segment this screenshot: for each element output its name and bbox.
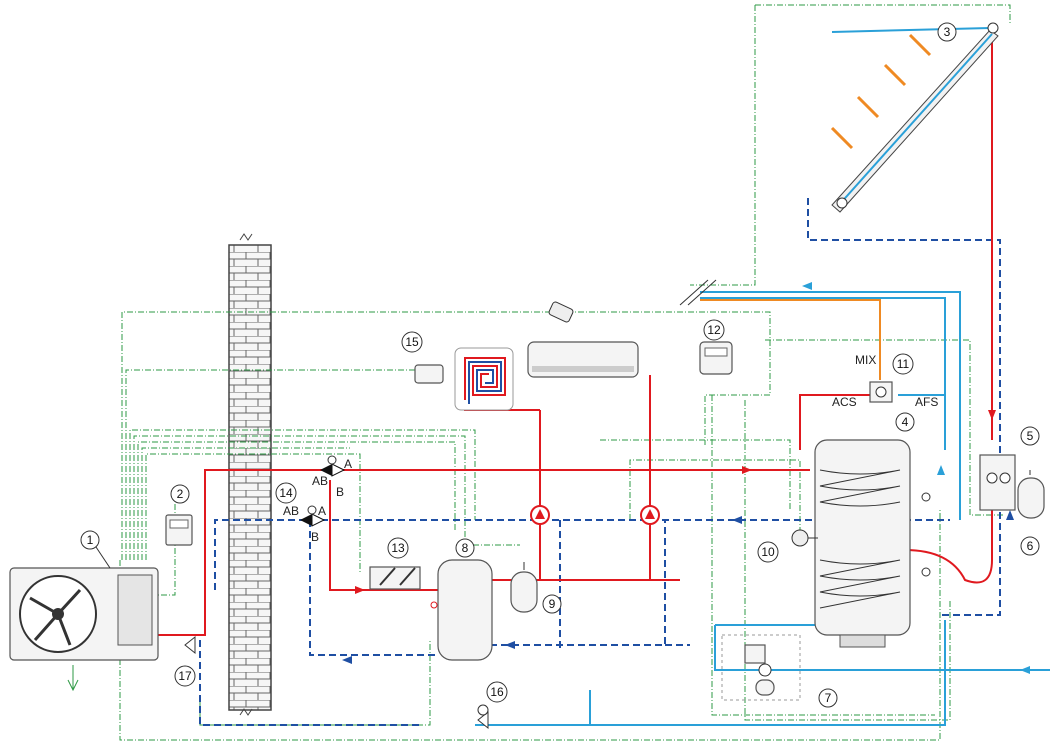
callout-11: 11 <box>892 353 914 375</box>
flow-circuit <box>140 30 993 636</box>
drain-valve <box>184 635 196 655</box>
circulation-pump-icon <box>640 505 660 525</box>
underfloor-heating-icon <box>454 347 514 411</box>
mixing-valve <box>869 381 893 403</box>
svg-text:7: 7 <box>825 691 832 705</box>
room-thermostat <box>165 514 193 546</box>
callout-3: 3 <box>937 22 957 42</box>
callout-12: 12 <box>703 319 725 341</box>
svg-text:13: 13 <box>391 541 405 555</box>
outdoor-unit <box>9 567 159 692</box>
callout-16: 16 <box>486 681 508 703</box>
callout-13: 13 <box>387 537 409 559</box>
svg-text:2: 2 <box>177 487 184 501</box>
callout-14: 14 <box>275 482 297 504</box>
callout-5: 5 <box>1020 426 1040 446</box>
fill-valve <box>477 704 489 730</box>
mains-water <box>475 27 1050 726</box>
valve2-b-label: B <box>311 530 319 544</box>
three-way-valve <box>320 455 346 477</box>
callout-2: 2 <box>170 484 190 504</box>
electric-heater <box>791 529 818 547</box>
buffer-tank <box>430 559 493 661</box>
svg-text:11: 11 <box>897 357 910 371</box>
callout-4: 4 <box>895 412 915 432</box>
solar-station <box>979 454 1016 511</box>
valve-labels: AB A B AB A B MIX ACS AFS <box>283 353 938 544</box>
callout-10: 10 <box>757 541 779 563</box>
mix-label: MIX <box>855 353 876 367</box>
remote-control-icon <box>548 301 574 323</box>
dhw-line <box>700 299 881 380</box>
return-circuit <box>199 198 1001 726</box>
brick-wall <box>228 233 272 716</box>
svg-text:5: 5 <box>1027 429 1034 443</box>
callouts: 1 2 3 4 5 6 7 8 <box>80 22 1040 708</box>
svg-text:14: 14 <box>279 486 293 500</box>
manifold-filter <box>369 566 421 590</box>
callout-15: 15 <box>401 331 423 353</box>
circulation-pump-icon <box>530 505 550 525</box>
svg-text:12: 12 <box>707 323 721 337</box>
callout-8: 8 <box>455 538 475 558</box>
valve1-b-label: B <box>336 485 344 499</box>
acs-label: ACS <box>832 395 857 409</box>
solar-expansion-vessel <box>1017 470 1045 519</box>
callout-9: 9 <box>542 594 562 614</box>
callout-7: 7 <box>818 688 838 708</box>
valve2-a-label: A <box>318 504 326 518</box>
pipe-break-icon <box>679 279 717 306</box>
svg-text:8: 8 <box>462 541 469 555</box>
solar-controller <box>699 341 733 375</box>
svg-text:16: 16 <box>490 685 504 699</box>
svg-text:6: 6 <box>1027 539 1034 553</box>
humidity-sensor <box>414 364 444 384</box>
svg-text:3: 3 <box>944 25 951 39</box>
fan-coil-unit <box>527 301 639 378</box>
svg-text:10: 10 <box>761 545 775 559</box>
dhw-tank <box>814 439 931 648</box>
svg-text:9: 9 <box>549 597 556 611</box>
valve1-a-label: A <box>344 457 352 471</box>
valve1-ab-label: AB <box>312 474 328 488</box>
svg-text:4: 4 <box>902 415 909 429</box>
callout-6: 6 <box>1020 536 1040 556</box>
sun-ray-icon <box>830 33 932 150</box>
flow-arrows <box>342 282 1030 674</box>
three-way-valve <box>300 505 326 527</box>
valve2-ab-label: AB <box>283 504 299 518</box>
heating-expansion-vessel <box>510 562 538 613</box>
callout-17: 17 <box>174 665 196 687</box>
afs-label: AFS <box>915 395 938 409</box>
callout-1: 1 <box>80 530 111 569</box>
safety-group <box>721 634 801 701</box>
svg-text:15: 15 <box>405 335 419 349</box>
svg-text:1: 1 <box>87 533 94 547</box>
solar-collector <box>830 22 999 213</box>
svg-text:17: 17 <box>178 669 192 683</box>
